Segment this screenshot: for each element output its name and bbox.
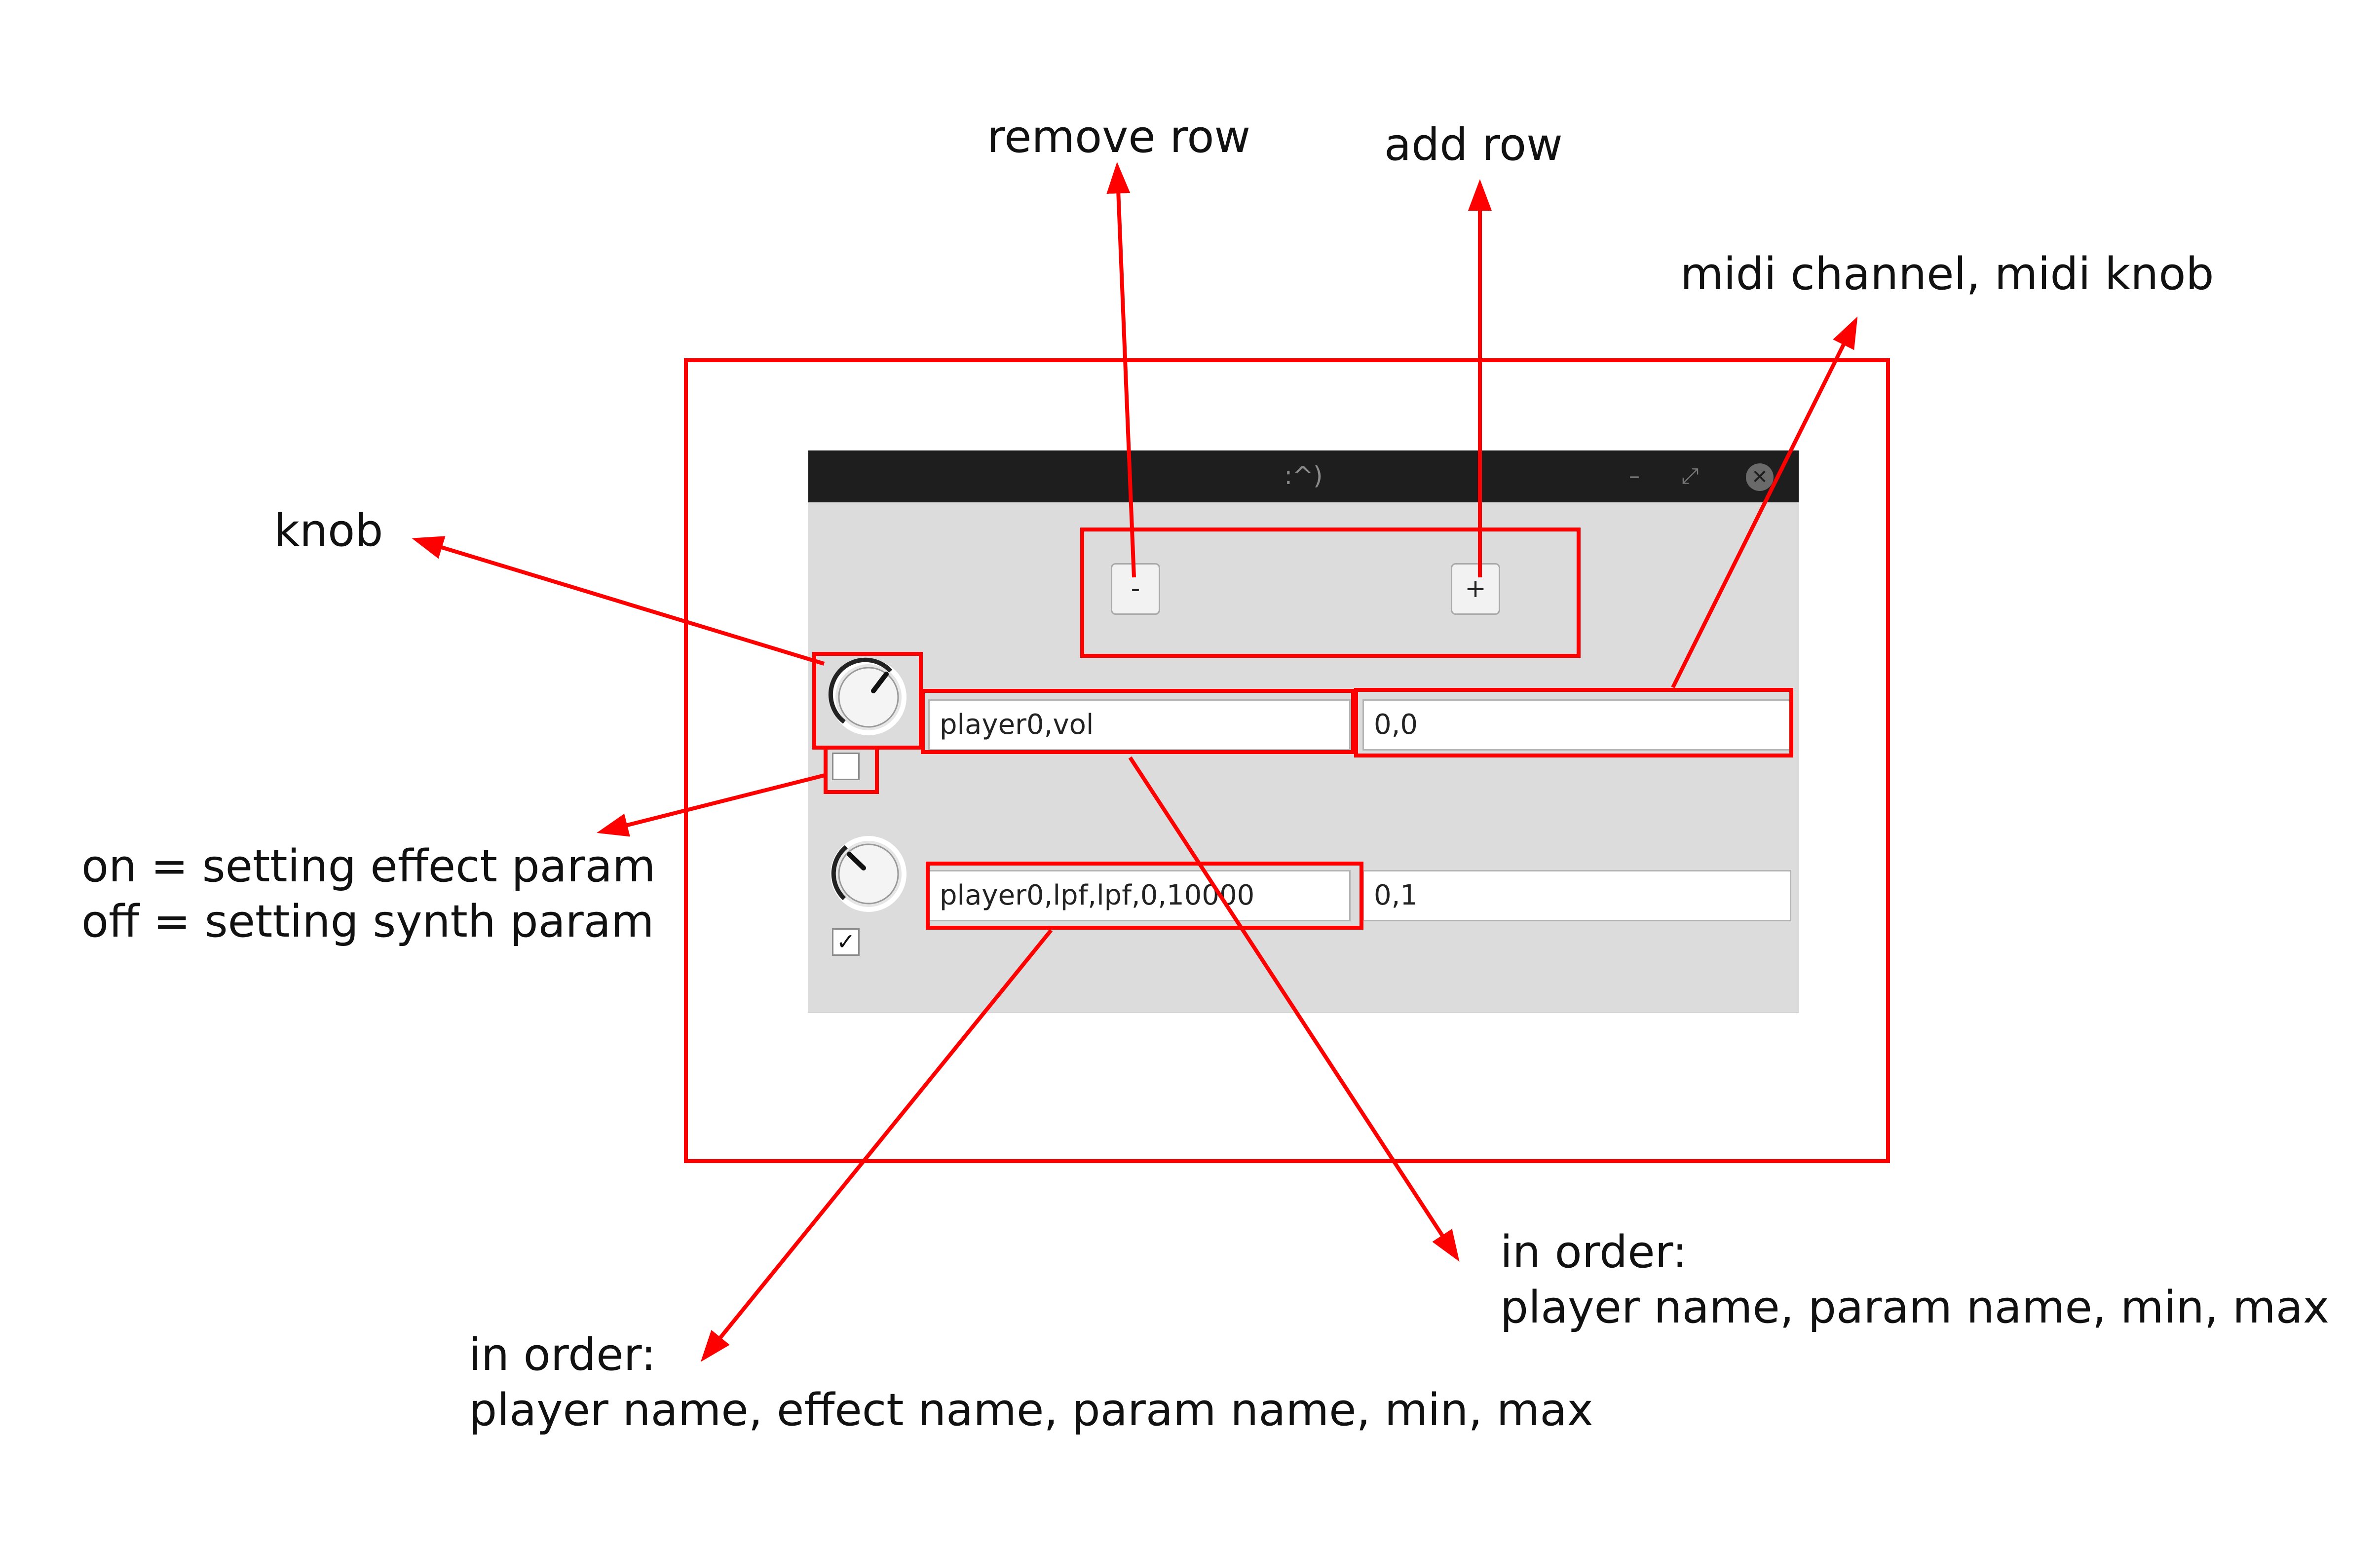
window-title: :^) bbox=[1284, 461, 1323, 490]
label-synth-order-line2: player name, param name, min, max bbox=[1500, 1282, 2330, 1333]
label-toggle-line2: off = setting synth param bbox=[81, 896, 654, 947]
synth-param-arrow bbox=[1128, 756, 1460, 1262]
frame-outline bbox=[684, 358, 1890, 1163]
knob-icon[interactable] bbox=[827, 832, 910, 916]
label-add-row: add row bbox=[1384, 119, 1563, 171]
label-remove-row: remove row bbox=[987, 111, 1251, 163]
effect-toggle-checkbox[interactable] bbox=[832, 753, 860, 780]
label-synth-order: in order: player name, param name, min, … bbox=[1500, 1225, 2329, 1335]
knob-highlight bbox=[812, 652, 923, 750]
label-toggle-line1: on = setting effect param bbox=[81, 840, 656, 892]
remove-row-arrow bbox=[1106, 162, 1136, 578]
minimize-icon[interactable]: – bbox=[1629, 463, 1640, 489]
checkbox-arrow bbox=[596, 773, 827, 837]
midi-field-highlight bbox=[1354, 688, 1793, 757]
close-icon[interactable]: ✕ bbox=[1746, 463, 1774, 491]
label-effect-order-line1: in order: bbox=[469, 1329, 656, 1381]
midi-arrow bbox=[1671, 316, 1858, 688]
label-effect-order: in order: player name, effect name, para… bbox=[469, 1327, 1593, 1438]
label-synth-order-line1: in order: bbox=[1500, 1226, 1688, 1278]
title-bar: :^) – ⤢ ✕ bbox=[808, 451, 1799, 502]
param-field[interactable]: player0,vol bbox=[928, 699, 1351, 751]
label-knob: knob bbox=[274, 505, 383, 557]
param-field[interactable]: player0,lpf,lpf,0,10000 bbox=[928, 870, 1351, 921]
knob-icon[interactable] bbox=[827, 655, 910, 739]
restore-icon[interactable]: ⤢ bbox=[1681, 463, 1699, 489]
effect-field-highlight bbox=[926, 862, 1363, 930]
midi-field[interactable]: 0,1 bbox=[1362, 870, 1791, 921]
effect-param-arrow bbox=[700, 929, 1053, 1362]
checkbox-highlight bbox=[824, 746, 879, 794]
label-toggle: on = setting effect param off = setting … bbox=[81, 839, 656, 949]
knob-arrow bbox=[412, 536, 825, 666]
effect-toggle-checkbox[interactable]: ✓ bbox=[832, 928, 860, 956]
add-row-button[interactable]: + bbox=[1451, 563, 1500, 615]
param-field-highlight bbox=[921, 689, 1355, 754]
label-midi: midi channel, midi knob bbox=[1680, 248, 2214, 300]
app-window: :^) – ⤢ ✕ - + player0,vol 0,0 ✓ player0,… bbox=[808, 450, 1799, 1013]
label-effect-order-line2: player name, effect name, param name, mi… bbox=[469, 1384, 1593, 1436]
buttons-highlight bbox=[1080, 528, 1581, 658]
